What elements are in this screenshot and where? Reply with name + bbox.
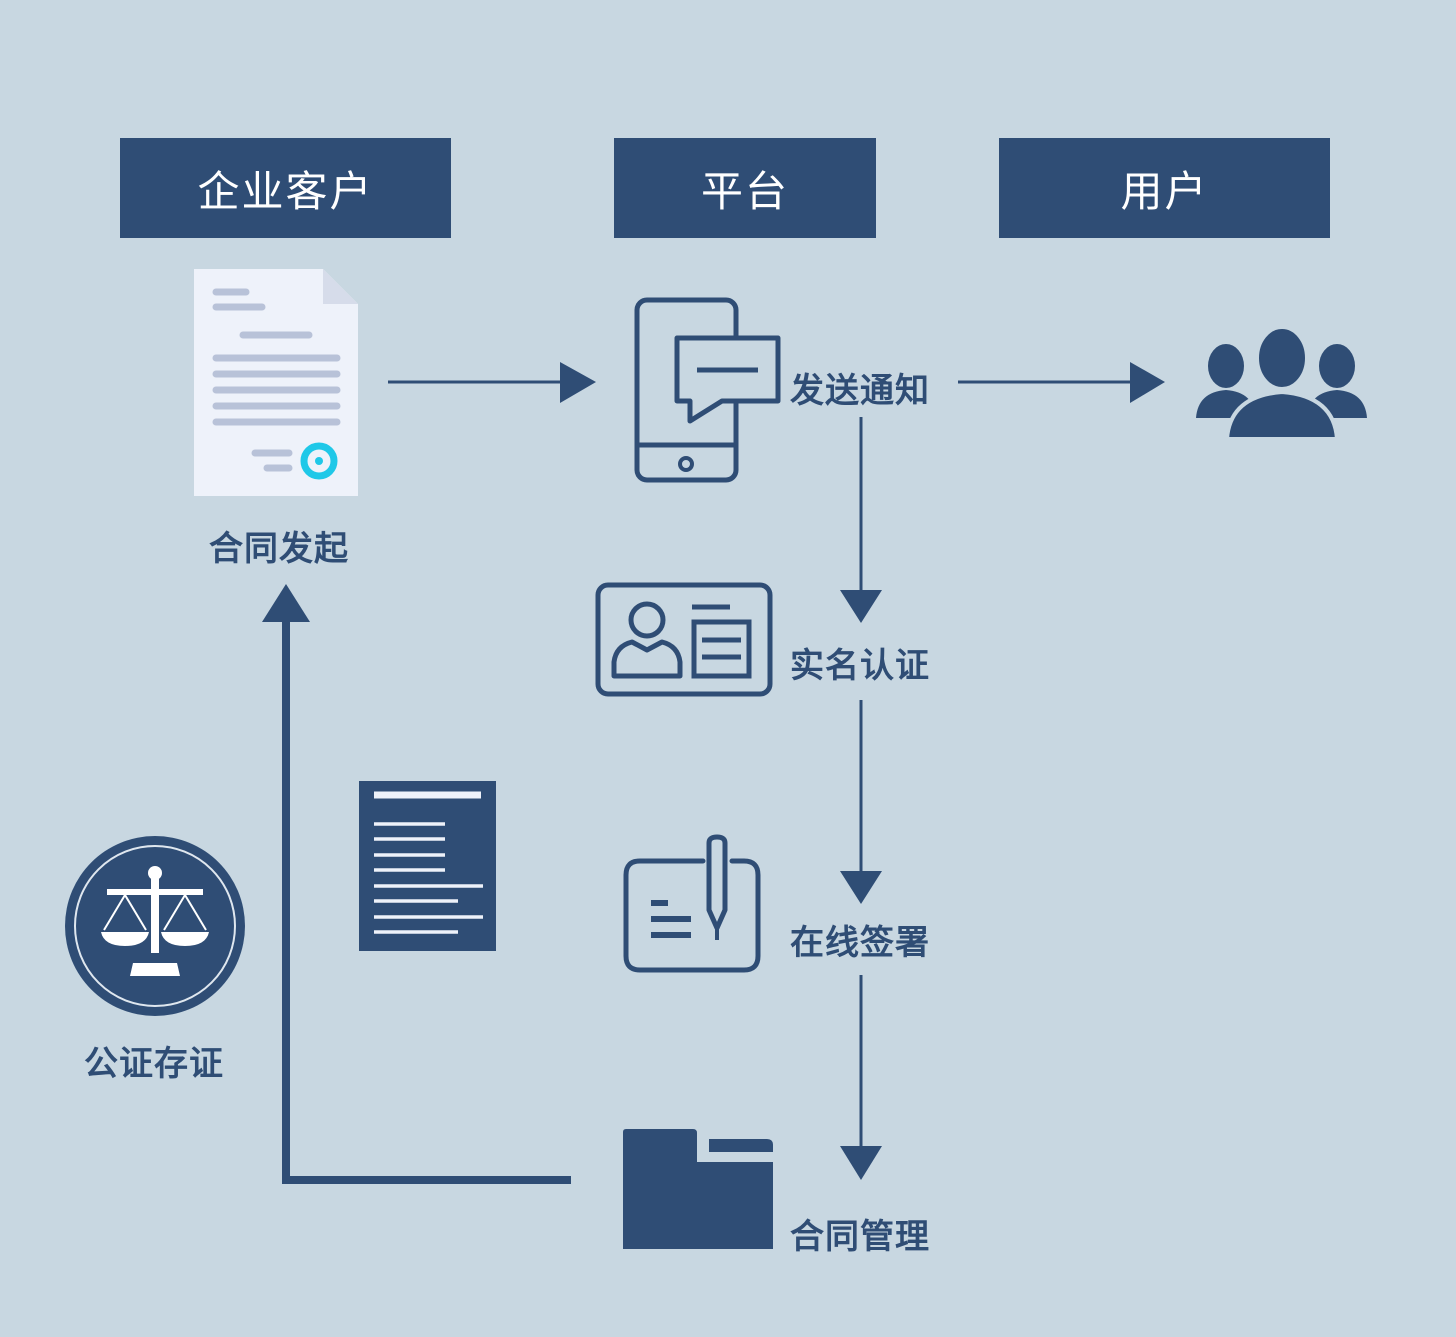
header-user-label: 用户 — [1120, 166, 1209, 216]
header-enterprise-customer: 企业客户 — [120, 138, 451, 238]
users-group-icon — [1196, 325, 1367, 441]
sign-pen-icon — [623, 834, 761, 973]
arrow-contract-to-notify — [388, 362, 596, 403]
justice-scales-icon — [65, 836, 245, 1016]
label-send-notification: 发送通知 — [790, 371, 930, 411]
document-icon — [359, 781, 496, 951]
label-real-name-auth: 实名认证 — [790, 646, 930, 686]
header-enterprise-label: 企业客户 — [197, 166, 374, 216]
phone-message-icon — [634, 297, 781, 483]
arrow-sign-to-manage — [840, 975, 882, 1180]
arrow-notify-to-users — [958, 362, 1165, 403]
header-platform: 平台 — [614, 138, 876, 238]
label-online-signing: 在线签署 — [790, 923, 930, 963]
header-user: 用户 — [999, 138, 1330, 238]
header-platform-label: 平台 — [700, 166, 789, 216]
label-notarization: 公证存证 — [84, 1044, 224, 1084]
id-card-icon — [595, 582, 773, 697]
label-contract-management: 合同管理 — [790, 1217, 930, 1257]
contract-document-icon — [194, 269, 358, 496]
arrow-notify-to-auth — [840, 417, 882, 623]
folder-icon — [623, 1129, 773, 1249]
arrow-manage-to-initiation — [262, 584, 571, 1184]
arrow-auth-to-sign — [840, 700, 882, 904]
label-contract-initiation: 合同发起 — [209, 529, 349, 569]
